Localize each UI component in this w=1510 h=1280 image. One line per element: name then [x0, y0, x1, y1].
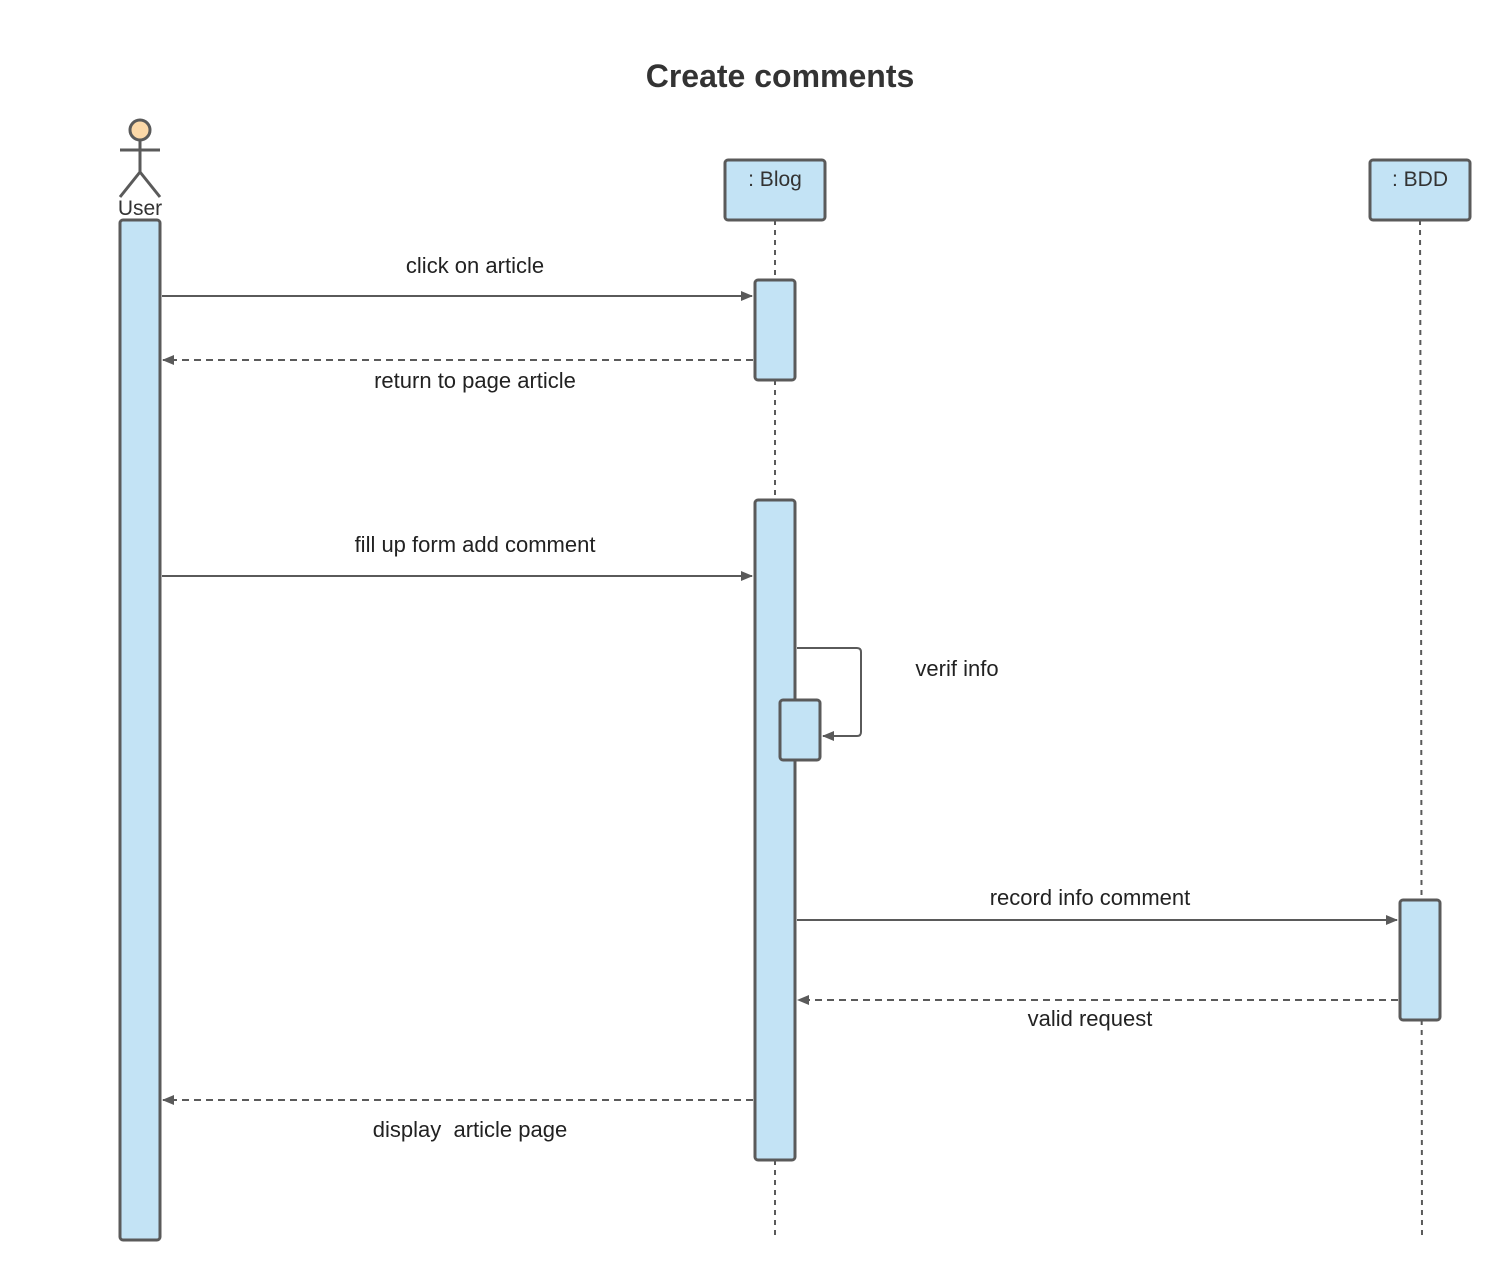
- message-label-fill-up-form: fill up form add comment: [355, 532, 596, 557]
- actor-right-leg: [138, 171, 162, 198]
- actor-head-icon: [128, 118, 152, 142]
- actor-user-label: User: [118, 197, 162, 220]
- message-label-display-article-page: display article page: [373, 1117, 567, 1142]
- actor-user: User: [118, 118, 162, 220]
- message-label-verif-info: verif info: [915, 656, 998, 681]
- object-blog-box: [723, 158, 827, 222]
- message-arrow-verif-info: [797, 647, 862, 741]
- message-label-click-on-article: click on article: [406, 253, 544, 278]
- lifeline-bdd-segment-top: [1419, 219, 1422, 551]
- diagram-title: Create comments: [646, 58, 915, 94]
- object-blog-label: : Blog: [748, 168, 802, 191]
- message-label-valid-request: valid request: [1028, 1006, 1153, 1031]
- actor-left-leg: [118, 171, 142, 198]
- object-bdd: : BDD: [1368, 158, 1472, 222]
- object-bdd-box: [1368, 158, 1472, 222]
- lifeline-bdd-segment-bottom: [1420, 549, 1423, 1241]
- activation-blog-2: [753, 498, 797, 1162]
- message-label-return-to-page-article: return to page article: [374, 368, 576, 393]
- activation-user: [118, 218, 162, 1242]
- activation-blog-self: [778, 698, 822, 762]
- object-bdd-label: : BDD: [1392, 168, 1448, 191]
- message-label-record-info-comment: record info comment: [990, 885, 1191, 910]
- activation-bdd: [1398, 898, 1442, 1022]
- object-blog: : Blog: [723, 158, 827, 222]
- activation-blog-1: [753, 278, 797, 382]
